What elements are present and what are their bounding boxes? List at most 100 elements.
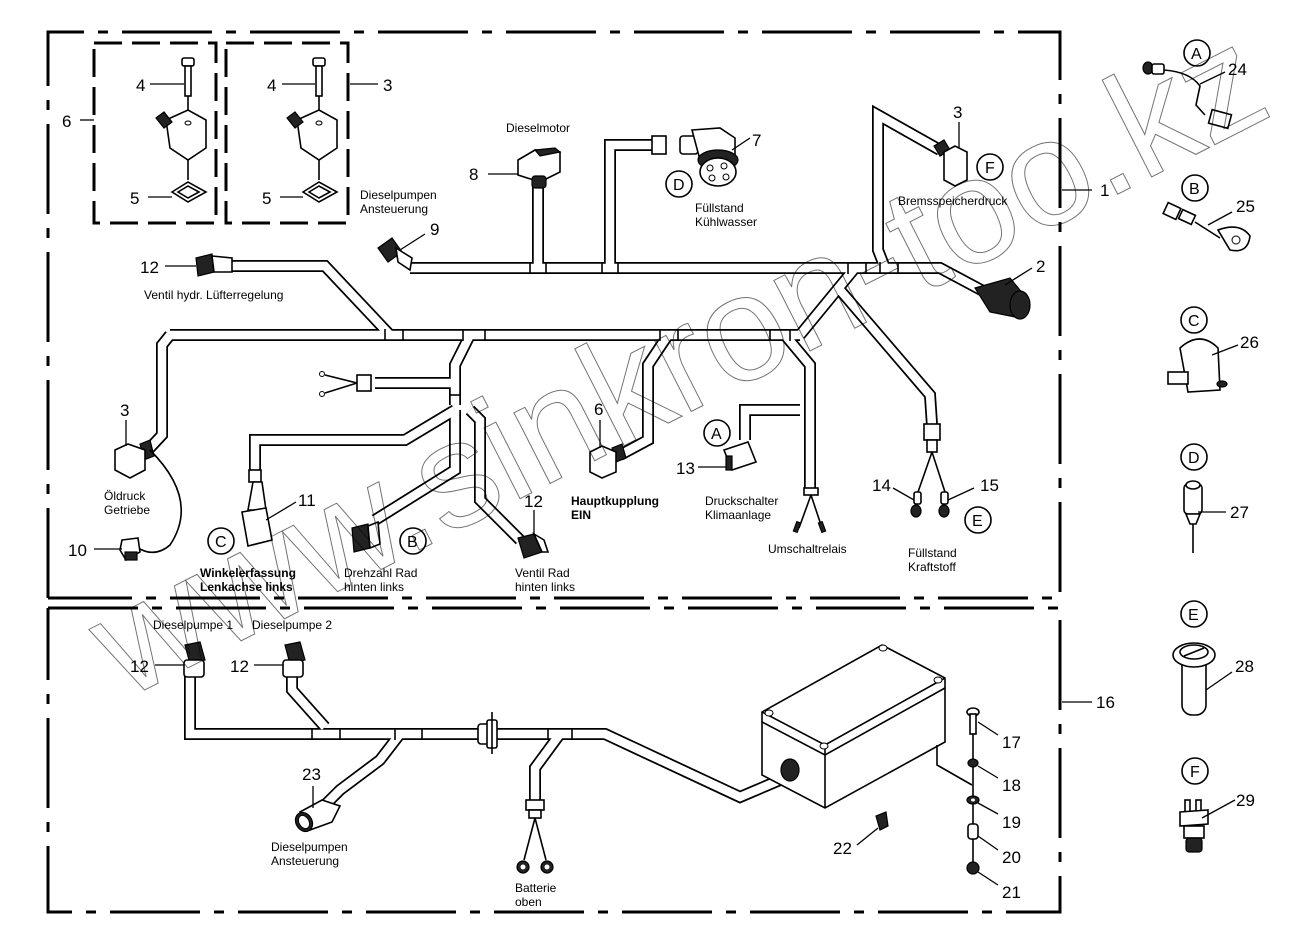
callout-12-rad: 12 [524, 492, 543, 511]
callout-27: 27 [1230, 503, 1249, 522]
pressure-sensor-icon [1179, 809, 1209, 827]
connector-dieselmotor: 8 Dieselmotor [469, 121, 570, 189]
label-drehzahl-2: hinten links [344, 580, 404, 594]
svg-text:D: D [1188, 450, 1200, 467]
label-batterie: Batterie [515, 881, 557, 895]
callout-29: 29 [1236, 791, 1255, 810]
frame-valve-set-6 [92, 41, 218, 225]
svg-text:B: B [407, 534, 418, 551]
pigtail-wire [319, 371, 372, 397]
connector-icon [1207, 108, 1233, 130]
callout-4: 4 [136, 76, 145, 95]
connector-dieselpumpe-1: 12 Dieselpumpe 1 [130, 618, 233, 678]
spacer-icon [967, 823, 979, 840]
label-getriebe: Getriebe [104, 503, 150, 517]
frame-valve-set-3 [224, 41, 350, 225]
svg-text:F: F [985, 160, 995, 177]
ref-circle-e [964, 506, 992, 534]
switch-druckschalter-13: 13 A Druckschalter Klimaanlage [676, 419, 778, 522]
label-oben: oben [515, 895, 542, 909]
pigtail-umschaltrelais: Umschaltrelais [768, 487, 847, 556]
sensor-oeldruck-3: 3 Öldruck Getriebe 10 [68, 401, 183, 562]
connector-icon [195, 253, 215, 277]
grommet-icon [477, 712, 498, 754]
valve-plug-icon [589, 445, 617, 479]
cable-gland-icon [780, 758, 800, 782]
svg-text:E: E [972, 513, 983, 530]
callout-23: 23 [302, 765, 321, 784]
label-fuellstand-kraftstoff: Füllstand [908, 546, 957, 560]
label-druckschalter-2: Klimaanlage [705, 508, 771, 522]
connector-dieselpumpe-2: 12 Dieselpumpe 2 [230, 618, 332, 678]
sensor-connector-icon [241, 507, 273, 547]
spare-part-26: C 26 [1167, 306, 1259, 393]
callout-12-dp2: 12 [230, 657, 249, 676]
label-hauptkupplung-2: EIN [571, 508, 591, 522]
callout-15: 15 [980, 476, 999, 495]
valve-plug-icon [114, 443, 146, 479]
fuse-22: 22 [833, 811, 889, 858]
callout-14: 14 [872, 476, 891, 495]
bolt-head-icon [181, 57, 195, 67]
callout-20: 20 [1002, 848, 1021, 867]
callout-12-dp1: 12 [130, 657, 149, 676]
label-bremsspeicherdruck: Bremsspeicherdruck [898, 194, 1008, 208]
connector-bremsspeicher-3: 3 F Bremsspeicherdruck [898, 103, 1008, 208]
callout-17: 17 [1002, 733, 1021, 752]
nut-icon [966, 861, 980, 875]
callout-10: 10 [68, 541, 87, 560]
ref-circle-d2 [1180, 443, 1208, 471]
connector-dieselpumpen-9: 9 Dieselpumpen Ansteuerung [360, 188, 439, 272]
callout-12-luefter: 12 [140, 258, 159, 277]
label-dp23-1: Dieselpumpen [271, 840, 348, 854]
connector-main-2: 2 [974, 257, 1045, 320]
spare-part-28: E 28 [1172, 600, 1254, 716]
connector-luefter-12: 12 Ventil hydr. Lüfterregelung [140, 253, 283, 302]
label-drehzahl-1: Drehzahl Rad [344, 566, 417, 580]
callout-3-brems: 3 [953, 103, 962, 122]
ref-circle-c [207, 527, 235, 555]
callout-2: 2 [1036, 257, 1045, 276]
callout-16: 16 [1096, 693, 1115, 712]
callout-3-group: 3 [383, 76, 392, 95]
svg-text:www.sinkron-too.kz: www.sinkron-too.kz [62, 0, 1290, 729]
sensor-kraftstoff-14-15: 14 15 E Füllstand Kraftstoff [872, 423, 999, 574]
valve-coil-assembly-3: 4 5 [262, 57, 339, 208]
control-box [761, 644, 946, 809]
label-oeldruck: Öldruck [104, 489, 146, 503]
callout-1: 1 [1100, 181, 1109, 200]
sensor-winkel-11: 11 C Winkelerfassung Lenkachse links [200, 469, 316, 594]
callout-22: 22 [833, 839, 852, 858]
label-dp-1: Dieselpumpen [360, 188, 437, 202]
watermark: www.sinkron-too.kz [62, 0, 1291, 729]
callout-7: 7 [752, 131, 761, 150]
bolt-shank-icon [315, 65, 323, 97]
label-winkel-2: Lenkachse links [200, 580, 293, 594]
label-umschaltrelais: Umschaltrelais [768, 542, 847, 556]
connector-icon [184, 641, 206, 665]
main-harness-cables [143, 104, 988, 545]
svg-text:B: B [1189, 181, 1200, 198]
connector-kuehlwasser-7: 7 D Füllstand Kühlwasser [651, 127, 761, 229]
svg-text:E: E [1188, 607, 1199, 624]
callout-13: 13 [676, 459, 695, 478]
ref-circle-c2 [1180, 306, 1208, 334]
label-dieselmotor: Dieselmotor [506, 121, 570, 135]
valve-coil-icon [296, 109, 338, 161]
sensor-drehzahl: B Drehzahl Rad hinten links [344, 520, 427, 594]
label-winkel-1: Winkelerfassung [200, 566, 296, 580]
lock-washer-icon [967, 758, 979, 768]
label-hauptkupplung-1: Hauptkupplung [571, 494, 659, 508]
callout-11: 11 [298, 491, 316, 510]
valve-hauptkupplung-6: 6 Hauptkupplung EIN [571, 400, 659, 522]
ring-terminal-icon [940, 491, 949, 505]
callout-3-oel: 3 [120, 401, 129, 420]
label-dieselpumpe-2: Dieselpumpe 2 [252, 618, 332, 632]
ref-circle-b [399, 527, 427, 555]
callout-19: 19 [1002, 813, 1021, 832]
fuse-icon [875, 811, 889, 831]
svg-text:A: A [1191, 46, 1202, 63]
svg-text:C: C [1188, 313, 1200, 330]
label-kraftstoff: Kraftstoff [908, 560, 956, 574]
